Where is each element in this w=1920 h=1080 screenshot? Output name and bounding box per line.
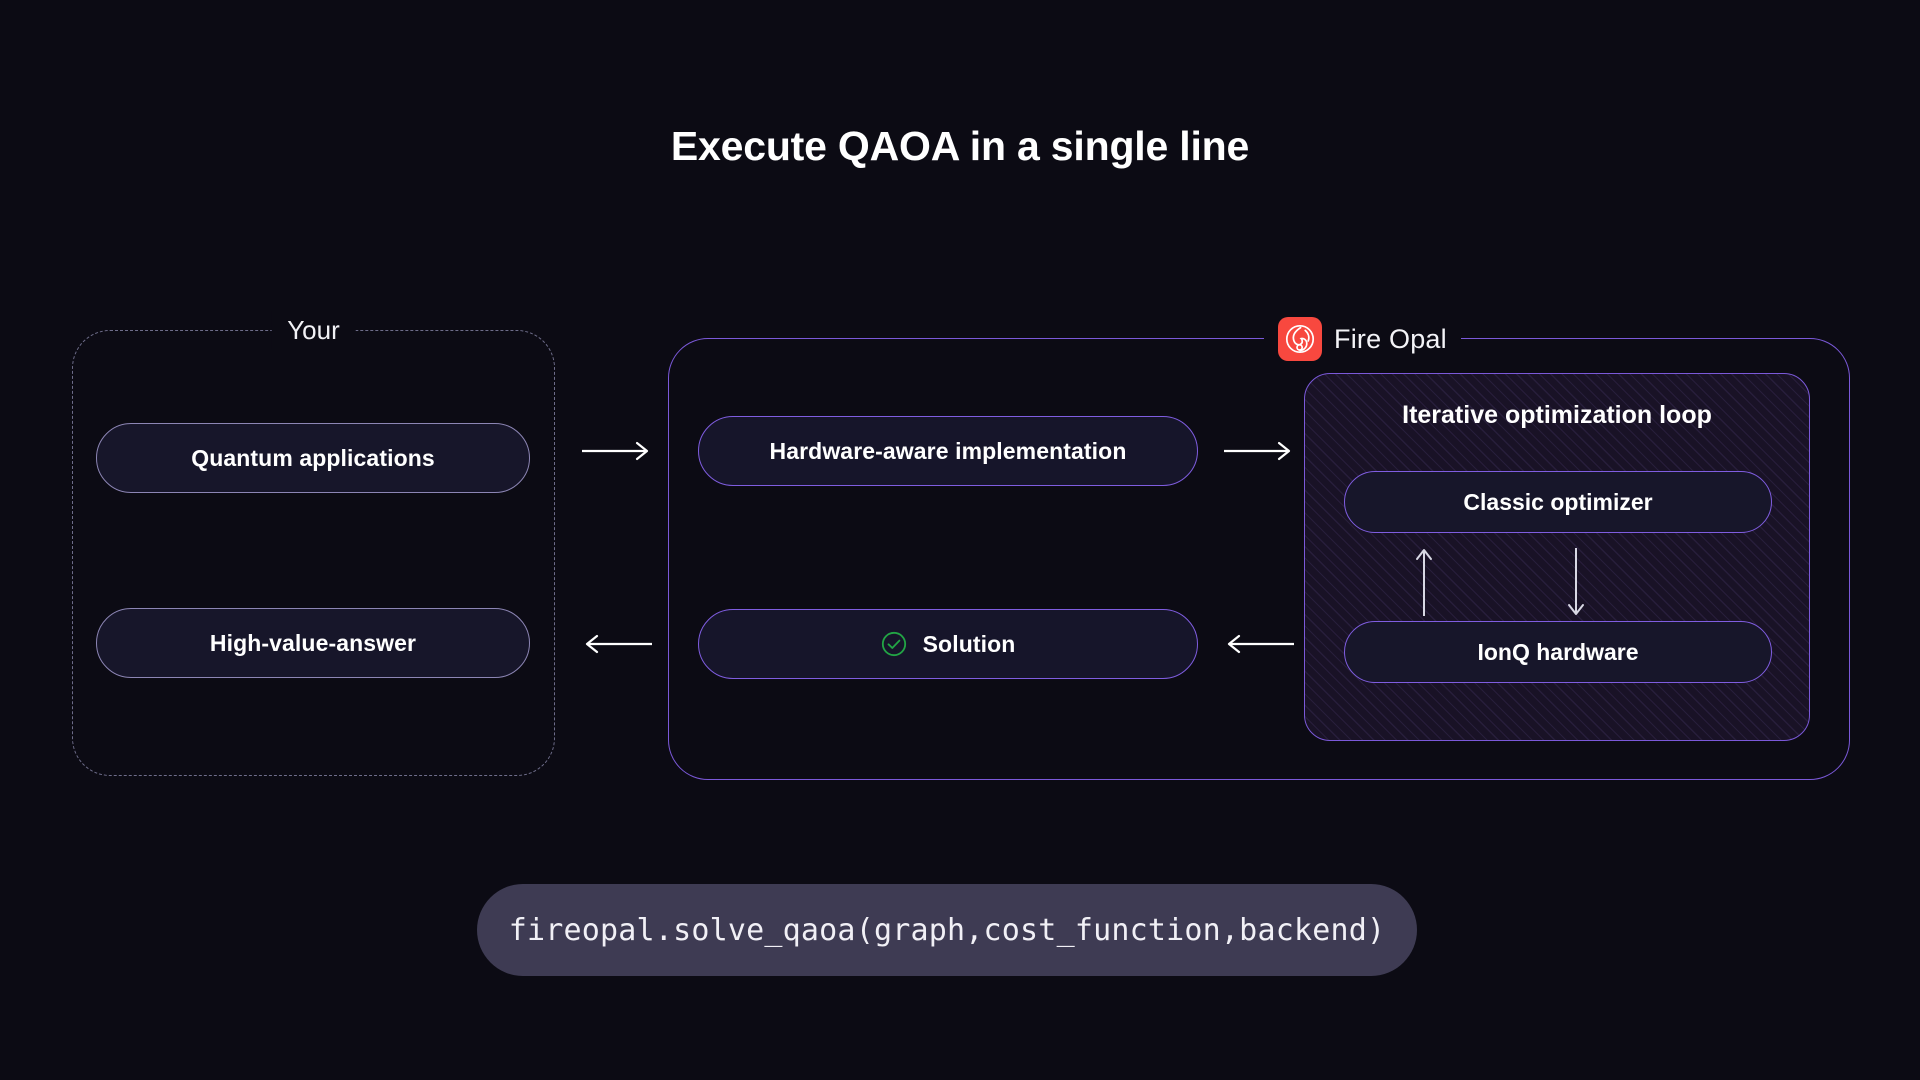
node-hardware-aware-implementation-label: Hardware-aware implementation bbox=[769, 437, 1127, 464]
node-classic-optimizer[interactable]: Classic optimizer bbox=[1344, 471, 1772, 533]
page-title: Execute QAOA in a single line bbox=[670, 123, 1250, 169]
node-hardware-aware-implementation[interactable]: Hardware-aware implementation bbox=[698, 416, 1198, 486]
code-snippet-text: fireopal.solve_qaoa(graph,cost_function,… bbox=[508, 912, 1386, 948]
node-quantum-applications-label: Quantum applications bbox=[191, 444, 435, 471]
arrow-right-icon bbox=[1224, 441, 1291, 461]
node-quantum-applications[interactable]: Quantum applications bbox=[96, 423, 530, 493]
arrow-up-icon bbox=[1416, 549, 1432, 616]
arrow-down-icon bbox=[1568, 548, 1584, 615]
fire-opal-logo-icon bbox=[1278, 317, 1322, 361]
arrow-right-icon bbox=[582, 441, 649, 461]
fireopal-badge: Fire Opal bbox=[1264, 314, 1461, 364]
node-classic-optimizer-label: Classic optimizer bbox=[1463, 488, 1653, 515]
check-circle-icon bbox=[881, 631, 906, 657]
node-ionq-hardware[interactable]: IonQ hardware bbox=[1344, 621, 1772, 683]
node-high-value-answer-label: High-value-answer bbox=[209, 629, 417, 656]
iterative-optimization-loop-panel: Iterative optimization loop Classic opti… bbox=[1304, 373, 1810, 741]
loop-panel-title: Iterative optimization loop bbox=[1402, 401, 1712, 429]
node-ionq-hardware-label: IonQ hardware bbox=[1477, 638, 1639, 665]
node-high-value-answer[interactable]: High-value-answer bbox=[96, 608, 530, 678]
fireopal-group-label: Fire Opal bbox=[1334, 323, 1447, 354]
code-snippet-bar[interactable]: fireopal.solve_qaoa(graph,cost_function,… bbox=[477, 884, 1417, 976]
arrow-left-icon bbox=[585, 634, 652, 654]
user-group-container: Your bbox=[72, 311, 555, 776]
fireopal-group-container: Fire Opal bbox=[668, 314, 1850, 780]
user-group-label: Your bbox=[271, 311, 356, 349]
node-solution[interactable]: Solution bbox=[698, 609, 1198, 679]
arrow-left-icon bbox=[1227, 634, 1294, 654]
node-solution-label: Solution bbox=[922, 630, 1016, 657]
